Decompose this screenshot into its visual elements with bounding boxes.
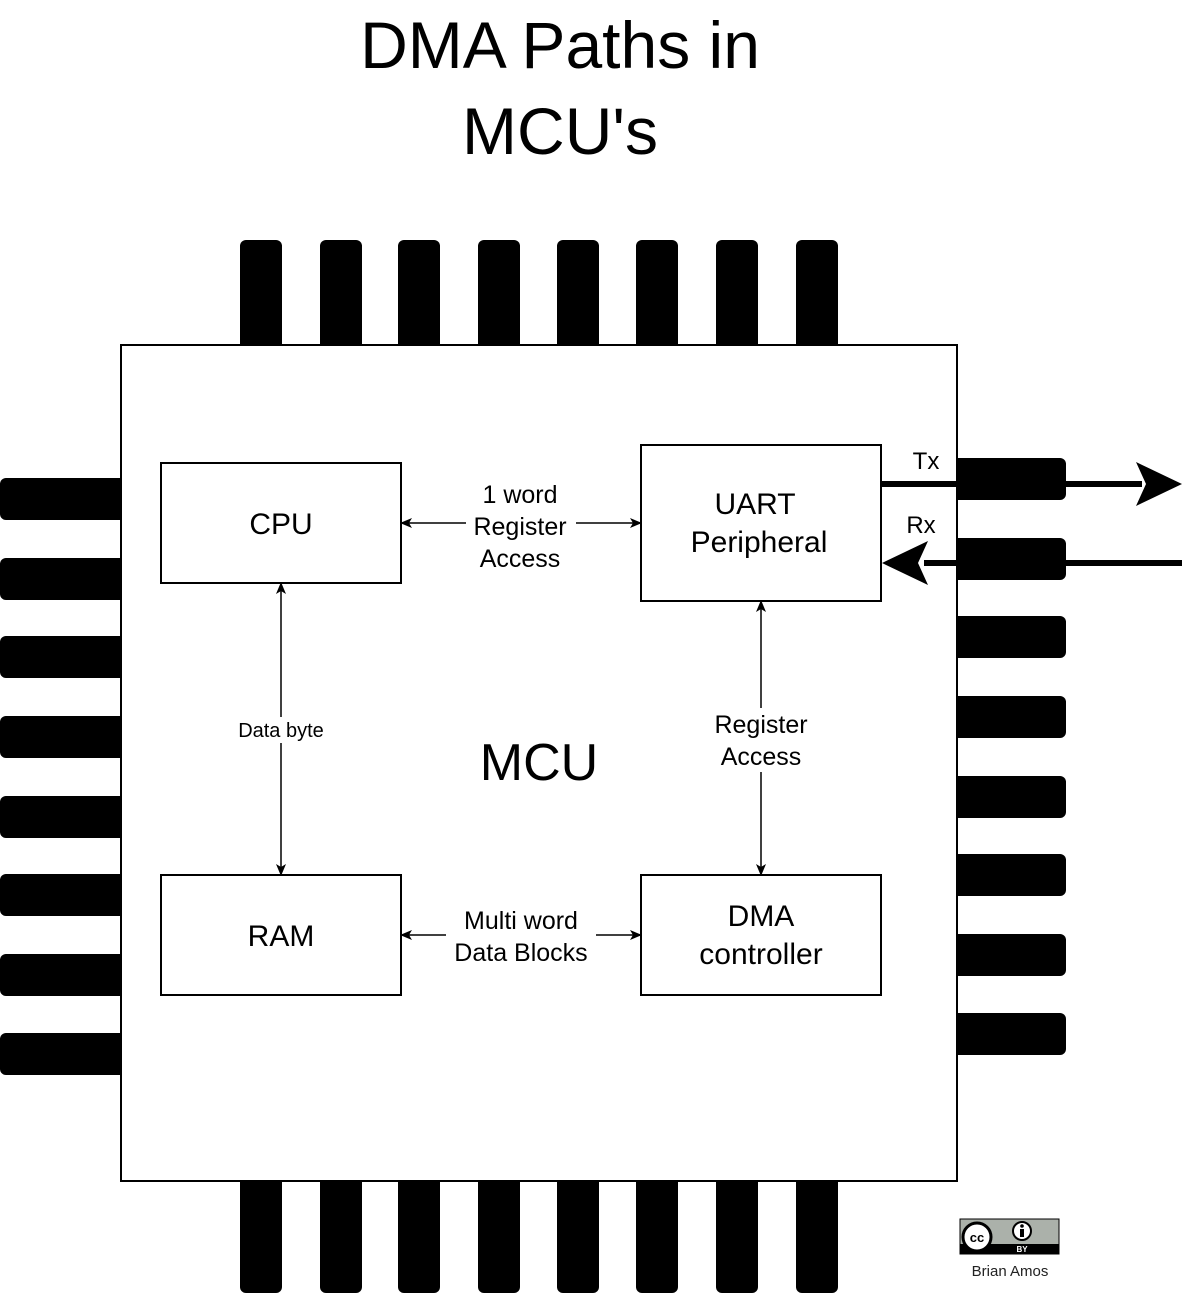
ram-dma-label-line2: Data Blocks	[454, 939, 587, 967]
ram-label: RAM	[248, 920, 315, 953]
bottom-pin-6	[636, 1172, 678, 1293]
uart-label-line2: Peripheral	[691, 526, 828, 559]
right-pin-4	[948, 696, 1066, 738]
uart-dma-label-line1: Register	[714, 711, 807, 739]
ram-block	[160, 874, 402, 996]
top-pin-2	[320, 240, 362, 355]
left-pin-7	[0, 954, 130, 996]
right-pin-2	[948, 538, 1066, 580]
rx-label: Rx	[906, 512, 935, 539]
right-pin-1	[948, 458, 1066, 500]
diagram-title: DMA Paths in MCU's	[360, 8, 760, 168]
tx-arrowhead	[1136, 462, 1182, 506]
left-pin-6	[0, 874, 130, 916]
top-pin-4	[478, 240, 520, 355]
bottom-pin-4	[478, 1172, 520, 1293]
dma-label-line2: controller	[699, 938, 822, 971]
left-pin-4	[0, 716, 130, 758]
right-pin-6	[948, 854, 1066, 896]
tx-label: Tx	[913, 448, 940, 475]
cpu-label: CPU	[249, 508, 312, 541]
bottom-pin-2	[320, 1172, 362, 1293]
cpu-uart-label-line3: Access	[480, 545, 561, 573]
bottom-pin-5	[557, 1172, 599, 1293]
cc-by-badge: cc BY	[959, 1218, 1060, 1255]
right-pin-8	[948, 1013, 1066, 1055]
uart-dma-label-line2: Access	[721, 743, 802, 771]
uart-label-line1: UART	[714, 488, 795, 521]
mcu-label: MCU	[480, 734, 598, 792]
bottom-pin-1	[240, 1172, 282, 1293]
cpu-uart-label-line2: Register	[473, 513, 566, 541]
cc-by-text: BY	[1016, 1245, 1028, 1254]
svg-text:cc: cc	[970, 1230, 984, 1245]
chip-pins	[0, 240, 1066, 1293]
top-pin-7	[716, 240, 758, 355]
uart-block	[640, 444, 882, 602]
dma-block	[640, 874, 882, 996]
left-pin-1	[0, 478, 130, 520]
right-pin-5	[948, 776, 1066, 818]
right-pin-7	[948, 934, 1066, 976]
rx-arrowhead	[882, 541, 928, 585]
left-pin-8	[0, 1033, 130, 1075]
top-pin-5	[557, 240, 599, 355]
ram-dma-label-line1: Multi word	[464, 907, 578, 935]
top-pin-1	[240, 240, 282, 355]
cpu-uart-label-line1: 1 word	[482, 481, 557, 509]
dma-label-line1: DMA	[728, 900, 795, 933]
bottom-pin-7	[716, 1172, 758, 1293]
cc-icon	[961, 1221, 993, 1253]
bottom-pin-3	[398, 1172, 440, 1293]
cpu-ram-label: Data byte	[238, 720, 324, 742]
top-pin-6	[636, 240, 678, 355]
cpu-block	[160, 462, 402, 584]
left-pin-2	[0, 558, 130, 600]
top-pin-8	[796, 240, 838, 355]
top-pin-3	[398, 240, 440, 355]
left-pin-3	[0, 636, 130, 678]
author-credit: Brian Amos	[971, 1263, 1049, 1280]
bottom-pin-8	[796, 1172, 838, 1293]
left-pin-5	[0, 796, 130, 838]
right-pin-3	[948, 616, 1066, 658]
